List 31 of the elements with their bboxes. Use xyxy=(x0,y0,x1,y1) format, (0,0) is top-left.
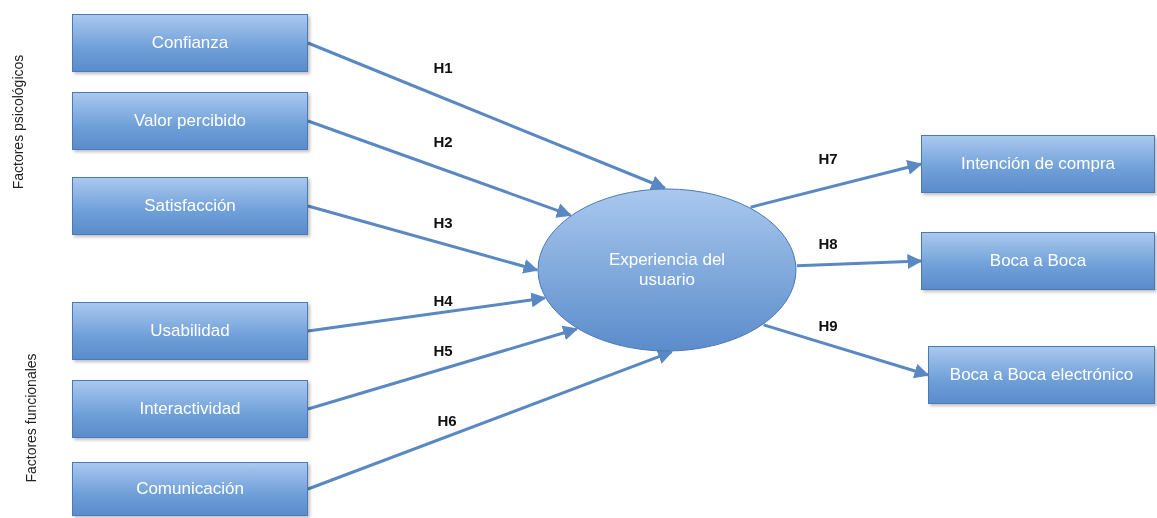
process-box xyxy=(921,232,1155,290)
arrow xyxy=(307,292,547,333)
arrow xyxy=(307,325,579,411)
process-box xyxy=(72,380,308,438)
node-label: Boca a Boca xyxy=(989,250,1087,272)
node-label: Boca a Boca electrónico xyxy=(949,364,1134,386)
process-box xyxy=(72,14,308,72)
arrow xyxy=(796,254,923,269)
arrow xyxy=(763,323,930,379)
node-label: Interactividad xyxy=(139,398,241,420)
node-label: Valor percibido xyxy=(133,110,247,132)
process-box xyxy=(72,177,308,235)
process-box xyxy=(928,346,1155,404)
node-label: Usabilidad xyxy=(150,320,230,342)
arrow xyxy=(307,204,539,274)
node-label: Experiencia del usuario xyxy=(607,249,727,291)
arrow xyxy=(750,160,923,209)
group-label: Factores psicológicos xyxy=(9,54,26,190)
arrow xyxy=(307,349,673,491)
process-box xyxy=(72,462,308,516)
ellipse-node xyxy=(537,188,797,352)
node-label: Intención de compra xyxy=(960,153,1115,175)
node-label: Comunicación xyxy=(136,478,244,500)
process-box xyxy=(72,302,308,360)
node-label: Confianza xyxy=(151,32,229,54)
arrow xyxy=(307,119,572,218)
process-box xyxy=(72,92,308,150)
node-label: Satisfacción xyxy=(144,195,236,217)
group-label: Factores funcionales xyxy=(22,353,39,483)
arrow xyxy=(307,41,667,190)
process-box xyxy=(921,135,1155,193)
